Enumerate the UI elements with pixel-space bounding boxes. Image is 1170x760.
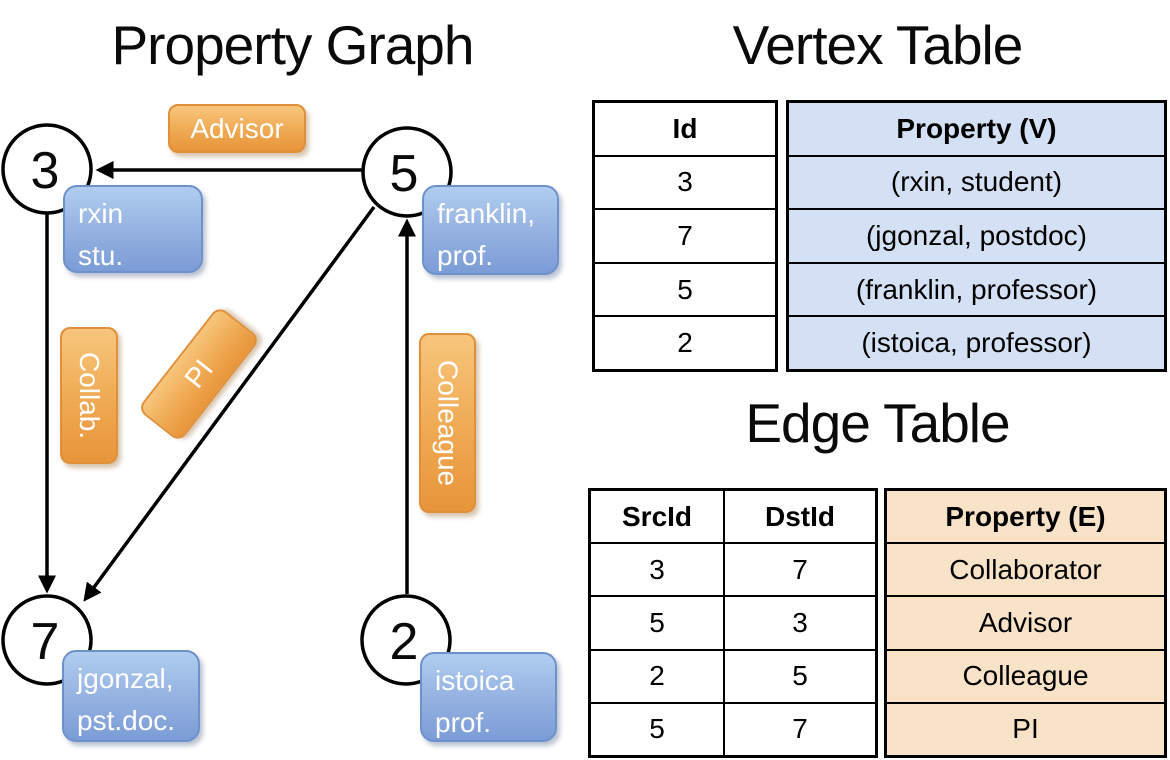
edge-label-colleague: Colleague bbox=[419, 333, 476, 513]
edge-table-cell: Advisor bbox=[887, 595, 1164, 648]
vertex-table-id-header: Id bbox=[672, 112, 698, 144]
vertex-table-title: Vertex Table bbox=[732, 14, 1024, 76]
vertex-property-card-5: franklin, prof. bbox=[422, 185, 559, 275]
edge-label-advisor: Advisor bbox=[168, 104, 306, 153]
vertex-table-property-header: Property (V) bbox=[896, 112, 1057, 144]
edge-table-cell: PI bbox=[887, 701, 1164, 755]
vertex-table-cell: 2 bbox=[595, 315, 775, 369]
edge-table-cell: 3 bbox=[591, 542, 724, 595]
vertex-property-line: jgonzal, bbox=[77, 663, 174, 694]
vertex-table-cell: (istoica, professor) bbox=[789, 315, 1164, 369]
vertex-property-line: prof. bbox=[435, 707, 492, 738]
edge-pi-5-to-7 bbox=[83, 205, 376, 602]
edge-table-dstid-column: DstId 7 3 5 7 bbox=[723, 491, 875, 755]
edge-table-cell: 5 bbox=[591, 595, 724, 648]
edge-table-cell: 2 bbox=[591, 648, 724, 702]
node-2-label: 2 bbox=[390, 613, 419, 671]
vertex-property-line: prof. bbox=[437, 240, 494, 271]
node-5-label: 5 bbox=[390, 145, 419, 203]
edge-table-cell: 3 bbox=[725, 595, 875, 648]
vertex-property-line: stu. bbox=[78, 240, 124, 271]
vertex-table-cell: (rxin, student) bbox=[789, 154, 1164, 209]
edge-table-title: Edge Table bbox=[745, 392, 1010, 454]
vertex-table-cell: 3 bbox=[595, 154, 775, 209]
vertex-property-line: istoica bbox=[435, 665, 515, 696]
vertex-property-card-2: istoica prof. bbox=[420, 652, 557, 742]
property-graph-title: Property Graph bbox=[111, 14, 474, 76]
edge-table-id-columns: SrcId 3 5 2 5 DstId 7 3 5 7 bbox=[588, 488, 878, 758]
vertex-table-cell: (franklin, professor) bbox=[789, 261, 1164, 316]
edge-table-cell: 7 bbox=[725, 701, 875, 755]
vertex-property-line: rxin bbox=[78, 198, 124, 229]
vertex-table-cell: 7 bbox=[595, 208, 775, 262]
node-3-label: 3 bbox=[31, 142, 60, 200]
edge-table-property-column: Property (E) Collaborator Advisor Collea… bbox=[884, 488, 1167, 758]
vertex-table-id-column: Id 3 7 5 2 bbox=[592, 100, 778, 372]
node-7-label: 7 bbox=[31, 613, 60, 671]
vertex-property-card-7: jgonzal, pst.doc. bbox=[62, 650, 200, 742]
vertex-property-line: franklin, bbox=[437, 198, 536, 229]
vertex-property-card-3: rxin stu. bbox=[63, 185, 203, 273]
vertex-property-line: pst.doc. bbox=[77, 705, 176, 736]
vertex-table-cell: (jgonzal, postdoc) bbox=[789, 208, 1164, 262]
edge-table-property-header: Property (E) bbox=[945, 500, 1106, 532]
edge-table-cell: Colleague bbox=[887, 648, 1164, 702]
edge-table-dstid-header: DstId bbox=[765, 500, 836, 532]
edge-table-srcid-header: SrcId bbox=[622, 500, 693, 532]
edge-label-collab: Collab. bbox=[60, 327, 118, 464]
edge-table-cell: 5 bbox=[725, 648, 875, 702]
vertex-table-cell: 5 bbox=[595, 261, 775, 316]
vertex-table-property-column: Property (V) (rxin, student) (jgonzal, p… bbox=[786, 100, 1167, 372]
edge-table-cell: 5 bbox=[591, 701, 724, 755]
edge-table-srcid-column: SrcId 3 5 2 5 bbox=[591, 491, 724, 755]
edge-table-cell: 7 bbox=[725, 542, 875, 595]
edge-table-cell: Collaborator bbox=[887, 542, 1164, 595]
